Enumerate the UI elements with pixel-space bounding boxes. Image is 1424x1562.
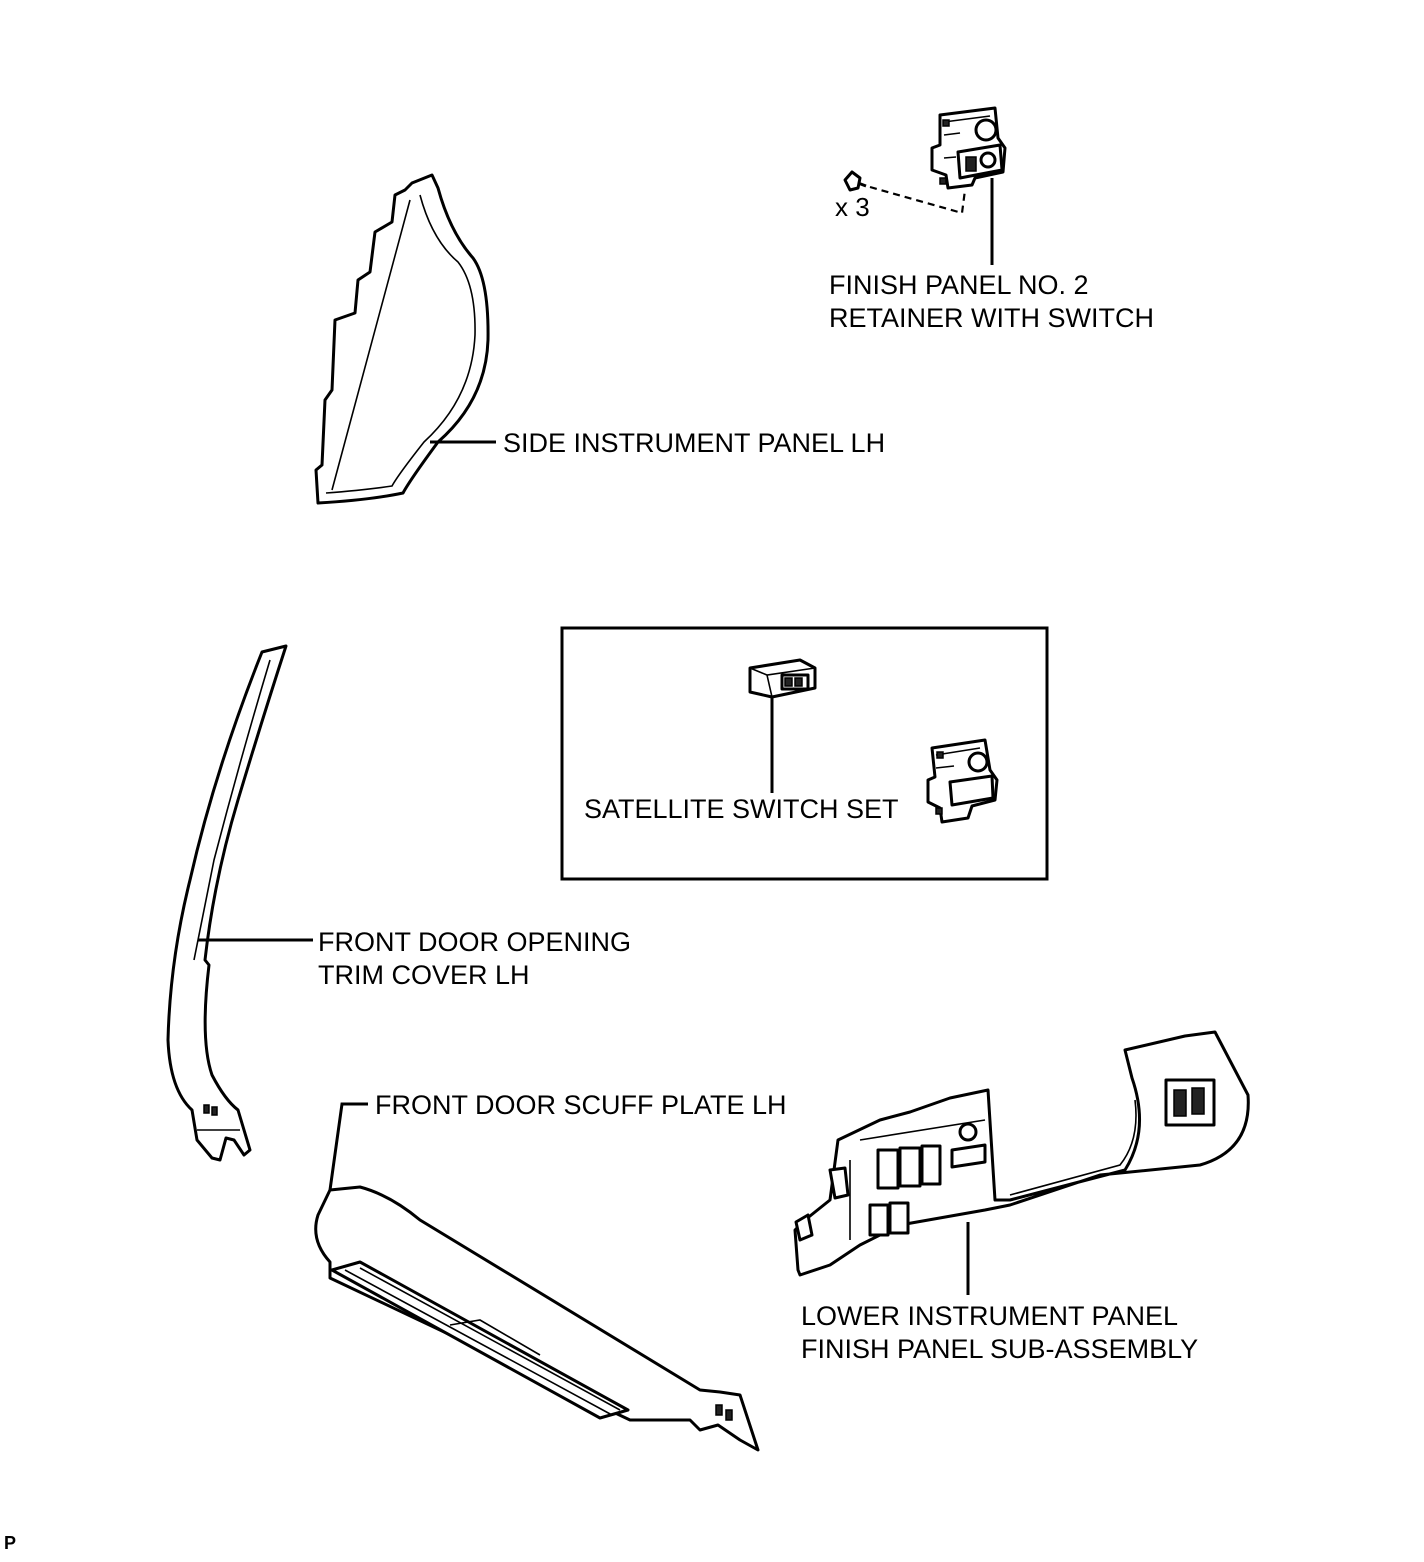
lower-panel-label-line2: FINISH PANEL SUB-ASSEMBLY xyxy=(801,1334,1199,1364)
side-instrument-panel-part xyxy=(314,173,490,505)
scuff-plate-leader xyxy=(328,1102,368,1191)
scuff-plate-part xyxy=(314,1185,760,1452)
door-trim-label-line1: FRONT DOOR OPENING xyxy=(318,927,632,957)
figure-code: P xyxy=(4,1533,17,1553)
scuff-plate-label: FRONT DOOR SCUFF PLATE LH xyxy=(375,1090,787,1120)
screw-dashed-guide xyxy=(869,185,967,215)
door-trim-label: FRONT DOOR OPENING TRIM COVER LH xyxy=(318,926,631,992)
satellite-switch-box xyxy=(560,626,1049,881)
switch-retainer-part xyxy=(926,738,999,824)
side-panel-label: SIDE INSTRUMENT PANEL LH xyxy=(503,428,886,458)
finish-panel-label-line2: RETAINER WITH SWITCH xyxy=(829,303,1154,333)
lower-instrument-panel-part xyxy=(793,1030,1250,1277)
lower-panel-label: LOWER INSTRUMENT PANEL FINISH PANEL SUB-… xyxy=(801,1300,1198,1366)
door-trim-label-line2: TRIM COVER LH xyxy=(318,960,530,990)
satellite-switch-label: SATELLITE SWITCH SET xyxy=(584,794,899,824)
finish-panel-label-line1: FINISH PANEL NO. 2 xyxy=(829,270,1089,300)
screw-count-label: x 3 xyxy=(835,192,870,222)
finish-panel-label: FINISH PANEL NO. 2 RETAINER WITH SWITCH xyxy=(829,269,1154,335)
screw-part xyxy=(843,170,867,192)
door-trim-cover-part xyxy=(166,644,288,1162)
satellite-switch-part xyxy=(748,658,817,699)
lower-panel-label-line1: LOWER INSTRUMENT PANEL xyxy=(801,1301,1179,1331)
finish-panel-retainer-part xyxy=(930,106,1007,190)
